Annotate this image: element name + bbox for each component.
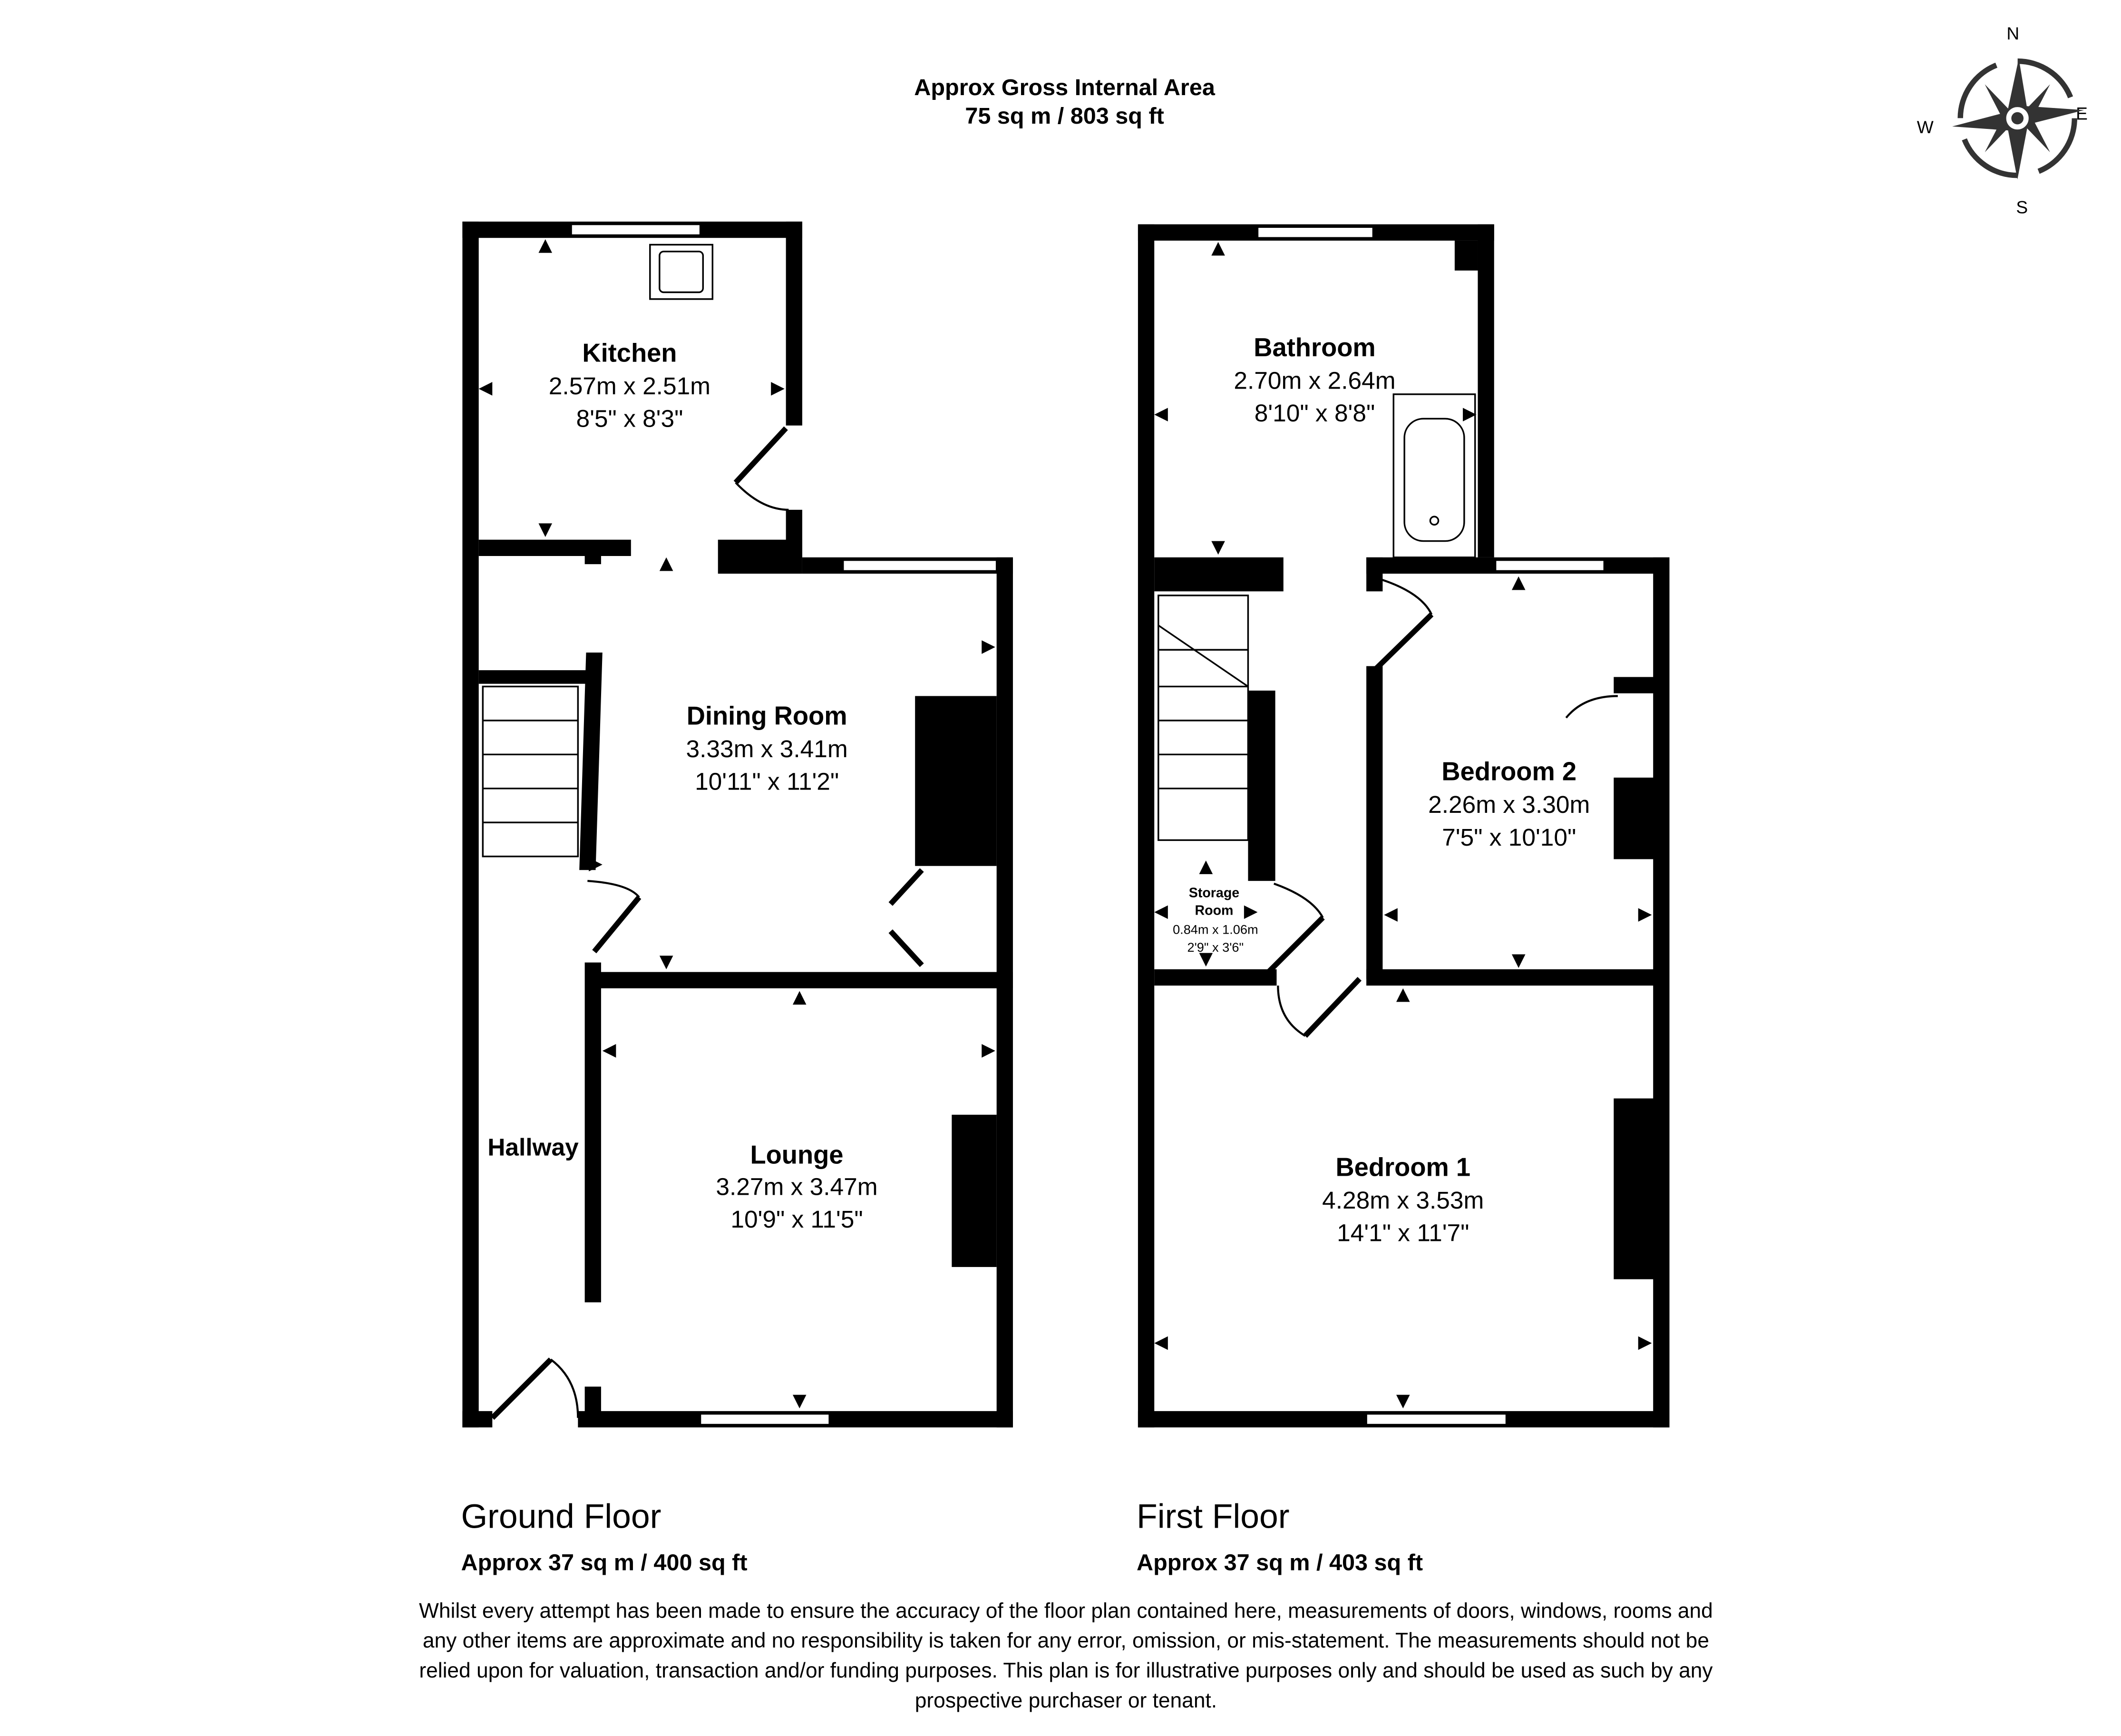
room-storage: Storage Room 0.84m x 1.06m 2'9" x 3'6" [1173,885,1258,954]
ground-floor-plan [462,221,1013,1428]
room-metric: 3.33m x 3.41m [686,735,847,762]
room-name: Lounge [750,1141,843,1170]
compass-e: E [2076,104,2088,124]
room-name: Kitchen [582,338,677,367]
room-imperial: 2'9" x 3'6" [1187,940,1244,955]
room-bathroom: Bathroom 2.70m x 2.64m 8'10" x 8'8" [1234,333,1395,427]
room-lounge: Lounge 3.27m x 3.47m 10'9" x 11'5" [716,1141,877,1233]
disclaimer-line: relied upon for valuation, transaction a… [419,1659,1713,1682]
bath-icon [1392,393,1476,558]
room-name: Dining Room [687,701,847,730]
room-metric: 4.28m x 3.53m [1322,1186,1484,1214]
room-imperial: 14'1" x 11'7" [1337,1219,1469,1247]
compass-w: W [1917,117,1934,137]
compass-icon: N E S W [1917,23,2088,217]
disclaimer-line: Whilst every attempt has been made to en… [419,1599,1713,1622]
ground-floor-area: Approx 37 sq m / 400 sq ft [461,1550,748,1575]
room-metric: 2.70m x 2.64m [1234,366,1395,394]
room-hallway: Hallway [487,1133,579,1161]
room-name: Bedroom 1 [1335,1152,1470,1181]
room-imperial: 10'9" x 11'5" [730,1205,863,1233]
compass-n: N [2006,23,2019,43]
first-floor-plan [1138,224,1670,1428]
first-floor-area: Approx 37 sq m / 403 sq ft [1137,1550,1423,1575]
compass-s: S [2016,197,2028,217]
room-name: Bathroom [1254,333,1375,362]
room-imperial: 10'11" x 11'2" [695,768,839,795]
room-bedroom-2: Bedroom 2 2.26m x 3.30m 7'5" x 10'10" [1428,757,1590,851]
room-bedroom-1: Bedroom 1 4.28m x 3.53m 14'1" x 11'7" [1322,1152,1484,1246]
room-metric: 2.26m x 3.30m [1428,790,1590,818]
disclaimer-line: any other items are approximate and no r… [423,1629,1709,1652]
first-floor-label: First Floor [1137,1498,1289,1536]
room-name: Bedroom 2 [1441,757,1576,786]
room-imperial: 7'5" x 10'10" [1442,823,1576,851]
ground-floor-label: Ground Floor [461,1498,662,1536]
gross-area-title: Approx Gross Internal Area [914,75,1216,100]
room-name: Storage [1189,885,1239,900]
room-imperial: 8'5" x 8'3" [576,404,683,432]
room-metric: 3.27m x 3.47m [716,1172,877,1200]
room-imperial: 8'10" x 8'8" [1255,399,1375,427]
disclaimer: Whilst every attempt has been made to en… [419,1599,1713,1712]
room-metric: 0.84m x 1.06m [1173,922,1258,937]
gross-area-value: 75 sq m / 803 sq ft [965,103,1164,129]
room-kitchen: Kitchen 2.57m x 2.51m 8'5" x 8'3" [549,338,710,432]
room-dining-room: Dining Room 3.33m x 3.41m 10'11" x 11'2" [686,701,847,795]
room-metric: 2.57m x 2.51m [549,372,710,400]
room-name-line2: Room [1195,903,1233,918]
sink-icon [649,244,714,300]
disclaimer-line: prospective purchaser or tenant. [915,1689,1217,1712]
